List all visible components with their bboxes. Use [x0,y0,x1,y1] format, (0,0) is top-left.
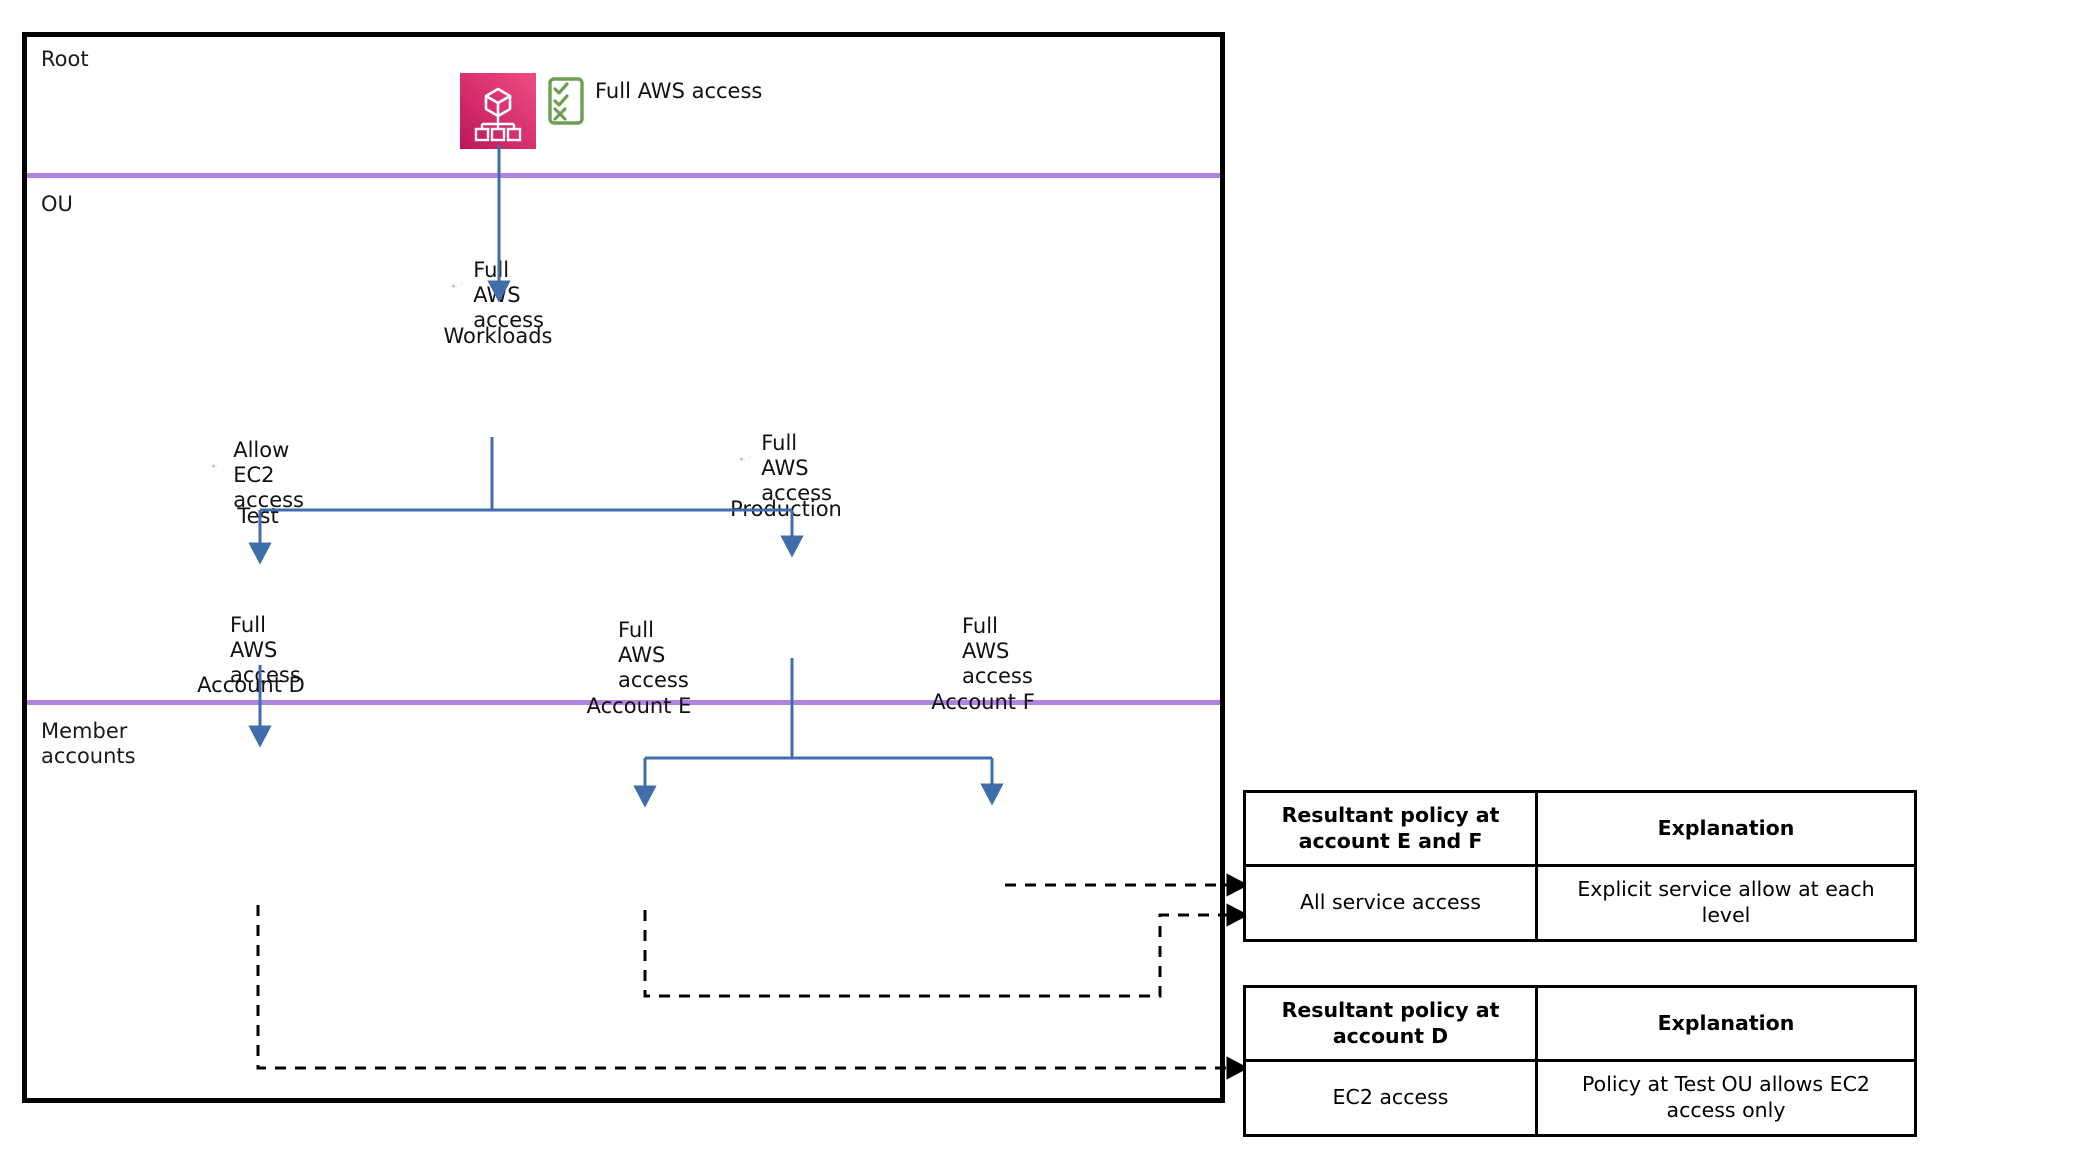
table-row: All service access Explicit service allo… [1243,864,1917,942]
node-workloads[interactable]: Full AWS access Workloads [444,252,553,348]
policy-checklist-icon [548,77,584,125]
table-ef-header-explanation: Explanation [1535,789,1917,868]
node-caption-test: Test [237,504,279,528]
node-caption-account-d: Account D [197,673,305,697]
node-caption-workloads: Workloads [443,324,553,348]
policy-label-workloads: Full AWS access [473,258,544,332]
table-row: EC2 access Policy at Test OU allows EC2 … [1243,1059,1917,1137]
node-production[interactable]: Full AWS access Production [730,425,842,521]
node-test[interactable]: Allow EC2 access Test [212,432,304,528]
policy-checklist-icon [461,283,463,285]
divider-root-ou [27,173,1220,178]
node-caption-production: Production [730,497,842,521]
band-label-root: Root [41,47,89,71]
policy-checklist-icon [749,456,751,458]
band-label-ou: OU [41,192,73,216]
table-d-header-explanation: Explanation [1535,984,1917,1063]
table-ef-cell-policy: All service access [1243,864,1538,942]
policy-label-account-f: Full AWS access [962,614,1033,688]
table-resultant-policy-ef: Resultant policy at account E and F Expl… [1243,789,1917,942]
table-row: Resultant policy at account D Explanatio… [1243,984,1917,1063]
ou-icon [740,457,743,461]
divider-ou-members [27,700,1220,705]
table-ef-cell-explanation: Explicit service allow at each level [1535,864,1917,942]
policy-label-production: Full AWS access [761,431,832,505]
table-row: Resultant policy at account E and F Expl… [1243,789,1917,868]
policy-label-root: Full AWS access [595,79,763,103]
node-caption-account-f: Account F [931,690,1035,714]
ou-icon [212,464,215,468]
policy-label-account-e: Full AWS access [618,618,689,692]
node-account-e[interactable]: Full AWS access Account E [587,618,692,718]
table-d-cell-explanation: Policy at Test OU allows EC2 access only [1535,1059,1917,1137]
policy-checklist-icon [221,463,223,465]
policy-label-account-d: Full AWS access [230,613,301,687]
band-label-member-accounts: Member accounts [41,719,136,768]
node-root[interactable]: Full AWS access [460,73,762,149]
policy-label-test: Allow EC2 access [233,438,304,512]
table-ef-header-policy: Resultant policy at account E and F [1243,789,1538,868]
node-caption-account-e: Account E [586,694,692,718]
node-account-f[interactable]: Full AWS access Account F [931,614,1035,714]
aws-organizations-icon [460,73,536,149]
ou-icon [452,284,455,288]
organization-boundary: Root OU Member accounts [22,32,1225,1103]
table-d-header-policy: Resultant policy at account D [1243,984,1538,1063]
table-d-cell-policy: EC2 access [1243,1059,1538,1137]
node-account-d[interactable]: Full AWS access Account D [197,607,305,697]
table-resultant-policy-d: Resultant policy at account D Explanatio… [1243,984,1917,1137]
